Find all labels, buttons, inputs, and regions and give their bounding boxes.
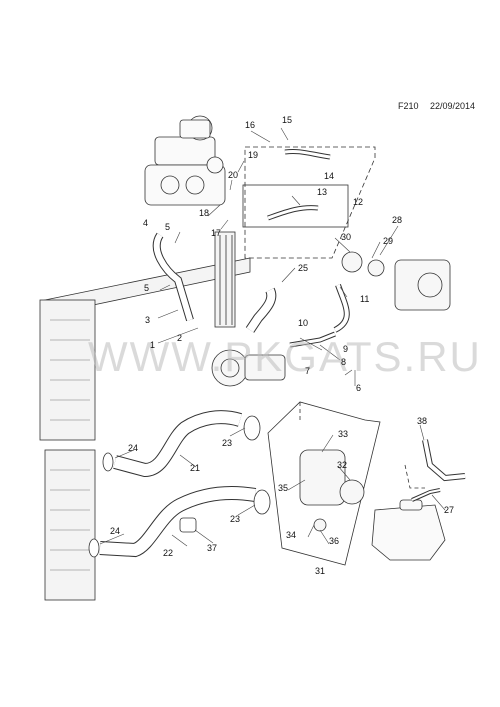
callout-24a: 24 xyxy=(128,443,139,453)
callout-15: 15 xyxy=(282,115,293,125)
callout-31: 31 xyxy=(315,566,326,576)
callout-5b: 5 xyxy=(144,283,150,293)
upper-dashed-outline xyxy=(244,146,376,259)
callout-19: 19 xyxy=(248,150,259,160)
hose-38 xyxy=(422,439,466,482)
clip-37 xyxy=(179,517,197,533)
callout-25: 25 xyxy=(298,263,309,273)
callout-29: 29 xyxy=(383,236,394,246)
callout-24b: 24 xyxy=(110,526,121,536)
callout-23b: 23 xyxy=(230,514,241,524)
callout-22: 22 xyxy=(163,548,174,558)
radiator xyxy=(39,231,251,601)
callout-8: 8 xyxy=(341,357,347,367)
callout-7: 7 xyxy=(305,366,311,376)
callout-1: 1 xyxy=(150,340,156,350)
callout-33: 33 xyxy=(338,429,349,439)
thermostat-housing xyxy=(341,251,451,311)
callout-34: 34 xyxy=(286,530,297,540)
callout-20: 20 xyxy=(228,170,239,180)
callout-2: 2 xyxy=(177,333,183,343)
expansion-tank xyxy=(371,499,446,561)
dashed-link-38 xyxy=(404,464,425,489)
callout-23a: 23 xyxy=(222,438,233,448)
radiator-fins xyxy=(50,319,90,571)
callout-3: 3 xyxy=(145,315,151,325)
callout-35: 35 xyxy=(278,483,289,493)
clamp-23b xyxy=(253,489,271,515)
throttle-body xyxy=(144,115,226,206)
callout-13: 13 xyxy=(317,187,328,197)
callout-11: 11 xyxy=(360,294,370,304)
clamp-23a xyxy=(243,415,261,441)
watermark: WWW.PKGATS.RU xyxy=(88,333,482,380)
leader-lines xyxy=(99,127,446,547)
callout-4: 4 xyxy=(143,218,149,228)
callout-16: 16 xyxy=(245,120,256,130)
callout-10: 10 xyxy=(298,318,309,328)
callout-17: 17 xyxy=(211,228,222,238)
callout-14: 14 xyxy=(324,171,335,181)
water-pump xyxy=(211,349,286,387)
callout-18: 18 xyxy=(199,208,210,218)
clamp-24a xyxy=(102,452,114,472)
diagram-date: 22/09/2014 xyxy=(430,101,476,111)
callout-32: 32 xyxy=(337,460,348,470)
callout-36: 36 xyxy=(329,536,340,546)
callout-38: 38 xyxy=(417,416,428,426)
callout-21: 21 xyxy=(190,463,201,473)
callout-6: 6 xyxy=(356,383,362,393)
callout-37: 37 xyxy=(207,543,218,553)
callout-27: 27 xyxy=(444,505,455,515)
diagram-code: F210 xyxy=(398,101,419,111)
callout-28: 28 xyxy=(392,215,403,225)
callout-30: 30 xyxy=(341,232,352,242)
callout-12: 12 xyxy=(353,197,364,207)
box-12 xyxy=(242,184,349,228)
callout-9: 9 xyxy=(343,344,349,354)
callout-5a: 5 xyxy=(165,222,171,232)
clamp-24b xyxy=(88,538,100,558)
outlet-housing-35 xyxy=(299,449,365,532)
